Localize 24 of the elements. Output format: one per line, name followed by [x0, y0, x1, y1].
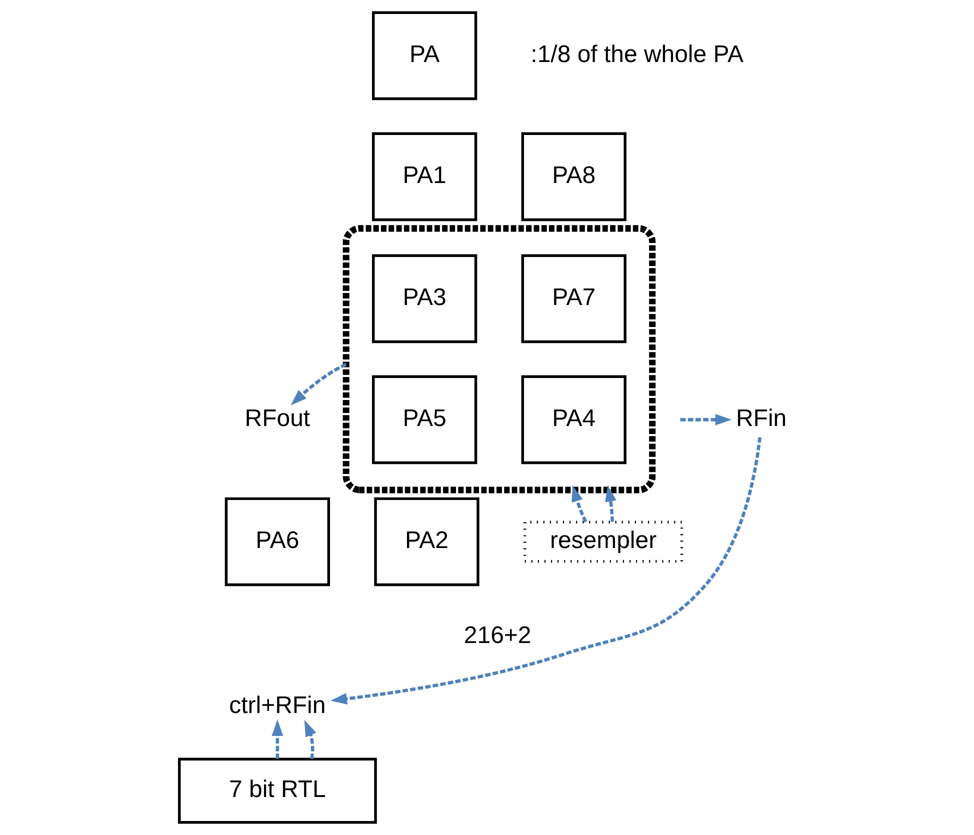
cluster — [342, 225, 656, 494]
arrow — [271, 720, 283, 759]
node-box: resempler — [522, 520, 683, 563]
node-box: PA5 — [371, 375, 477, 464]
node-text: RFin — [736, 404, 786, 432]
arrow — [290, 362, 346, 406]
node-text: RFout — [244, 404, 310, 432]
node-box: 7 bit RTL — [178, 758, 376, 824]
node-box: PA6 — [224, 497, 330, 586]
node-box: PA2 — [374, 497, 479, 586]
node-box: PA1 — [371, 132, 477, 222]
node-box: PA3 — [371, 254, 477, 344]
node-text: ctrl+RFin — [228, 692, 326, 719]
arrow — [304, 720, 316, 760]
label: 216+2 — [463, 622, 531, 650]
node-box: PA — [371, 11, 477, 100]
arrow — [604, 485, 616, 522]
node-box: PA8 — [520, 132, 626, 222]
arrow — [330, 437, 762, 704]
node-box: PA4 — [520, 375, 626, 464]
node-label: :1/8 of the whole PA — [530, 40, 743, 68]
arrow — [680, 414, 732, 426]
arrow — [571, 485, 587, 523]
node-box: PA7 — [520, 254, 626, 344]
